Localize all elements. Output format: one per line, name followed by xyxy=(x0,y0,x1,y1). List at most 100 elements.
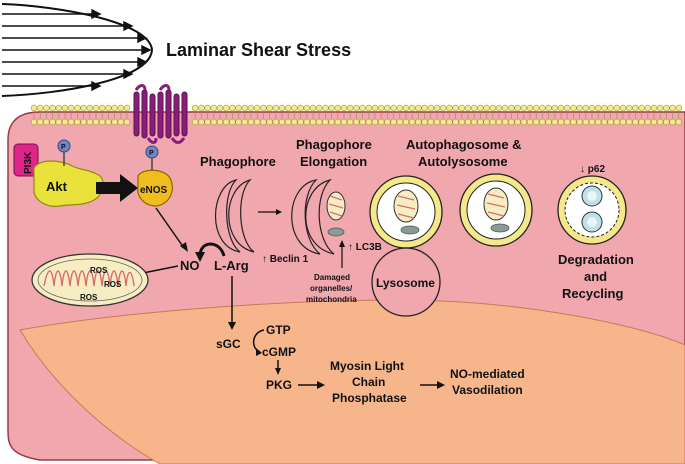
lipid-head xyxy=(563,118,571,126)
lipid-head xyxy=(241,118,249,126)
lipid-head xyxy=(105,104,112,112)
lipid-head xyxy=(353,118,360,126)
lipid-head xyxy=(427,104,435,112)
lipid-head xyxy=(601,104,608,112)
lipid-head xyxy=(241,104,249,112)
lipid-head xyxy=(365,104,373,112)
vasodilation-label-1: NO-mediated xyxy=(450,367,525,381)
lipid-head xyxy=(272,118,280,126)
lipid-head xyxy=(266,118,273,126)
degradation-label-1: Degradation xyxy=(558,252,634,267)
cargo-mitochondrion-1 xyxy=(326,191,346,237)
degradation-label-2: and xyxy=(584,269,607,284)
lipid-head xyxy=(222,118,230,126)
lipid-head xyxy=(669,118,676,126)
lipid-head xyxy=(377,118,385,126)
lipid-head xyxy=(266,104,273,112)
lipid-head xyxy=(229,104,236,112)
lipid-head xyxy=(638,104,645,112)
lipid-head xyxy=(334,118,342,126)
autolysosome xyxy=(459,173,533,247)
lipid-head xyxy=(477,118,484,126)
lipid-head xyxy=(402,118,410,126)
lipid-head xyxy=(551,104,559,112)
lipid-head xyxy=(105,118,112,126)
lipid-head xyxy=(408,104,416,112)
akt-phosphate-label: P xyxy=(61,144,66,151)
vasodilation-label-2: Vasodilation xyxy=(452,383,523,397)
lipid-head xyxy=(415,118,422,126)
lipid-head xyxy=(98,118,106,126)
lipid-head xyxy=(204,118,211,126)
lipid-head xyxy=(198,118,205,126)
akt-to-enos-arrow xyxy=(96,174,138,202)
lipid-head xyxy=(520,118,528,126)
lipid-head xyxy=(92,118,100,126)
elongation-heading-2: Elongation xyxy=(300,154,367,169)
lipid-head xyxy=(607,104,614,112)
lipid-head xyxy=(576,118,583,126)
gtp-label: GTP xyxy=(266,323,291,337)
lipid-head xyxy=(86,118,94,126)
lipid-head xyxy=(607,118,614,126)
lipid-head xyxy=(198,104,205,112)
lipid-head xyxy=(278,118,286,126)
lipid-head xyxy=(253,118,261,126)
lipid-head xyxy=(439,104,447,112)
mitochondrion xyxy=(31,253,149,307)
lipid-head xyxy=(508,118,515,126)
lipid-head xyxy=(353,104,360,112)
lipid-head xyxy=(421,118,428,126)
lipid-head xyxy=(384,118,391,126)
lipid-head xyxy=(625,118,633,126)
mlcp-label-2: Chain xyxy=(352,375,385,389)
lipid-head xyxy=(594,118,602,126)
lipid-head xyxy=(632,104,639,112)
lipid-head xyxy=(377,104,385,112)
lipid-head xyxy=(483,118,490,126)
lipid-head xyxy=(303,104,311,112)
lipid-head xyxy=(346,118,354,126)
lipid-head xyxy=(545,118,552,126)
lipid-head xyxy=(328,118,335,126)
enos-phosphate-label: P xyxy=(149,150,154,157)
lipid-head xyxy=(588,118,596,126)
lipid-head xyxy=(315,118,323,126)
pi3k-label: PI3K xyxy=(23,151,34,174)
lipid-head xyxy=(464,118,472,126)
lipid-head xyxy=(55,104,63,112)
lipid-head xyxy=(415,104,422,112)
lipid-head xyxy=(61,118,69,126)
nucleus-region xyxy=(19,299,685,464)
phagophore-heading: Phagophore xyxy=(200,154,276,169)
lipid-head xyxy=(222,104,230,112)
akt-phosphate xyxy=(57,139,71,153)
lipid-head xyxy=(470,104,478,112)
lipid-head xyxy=(458,104,466,112)
cgmp-label: cGMP xyxy=(262,345,296,359)
lipid-head xyxy=(514,118,521,126)
lipid-head xyxy=(526,104,534,112)
sgc-label: sGC xyxy=(216,337,241,351)
lipid-head xyxy=(477,104,484,112)
lipid-head xyxy=(619,118,627,126)
lipid-head xyxy=(656,118,664,126)
lipid-head xyxy=(43,104,50,112)
laminar-flow-profile xyxy=(1,3,154,97)
ros-label-2: ROS xyxy=(104,280,122,289)
lipid-head xyxy=(74,104,81,112)
lipid-head xyxy=(328,104,335,112)
lipid-head xyxy=(322,118,329,126)
elongation-crescent xyxy=(291,179,321,255)
lipid-head xyxy=(489,118,497,126)
mechanoreceptor xyxy=(133,84,188,144)
lipid-head xyxy=(43,118,50,126)
damaged-label-2: organelles/ xyxy=(310,284,353,293)
lipid-head xyxy=(656,104,664,112)
lipid-head xyxy=(384,104,391,112)
lipid-head xyxy=(30,104,38,112)
lipid-head xyxy=(191,104,199,112)
lipid-head xyxy=(229,118,236,126)
lysosome xyxy=(371,247,441,317)
beclin-label: ↑ Beclin 1 xyxy=(262,254,309,265)
